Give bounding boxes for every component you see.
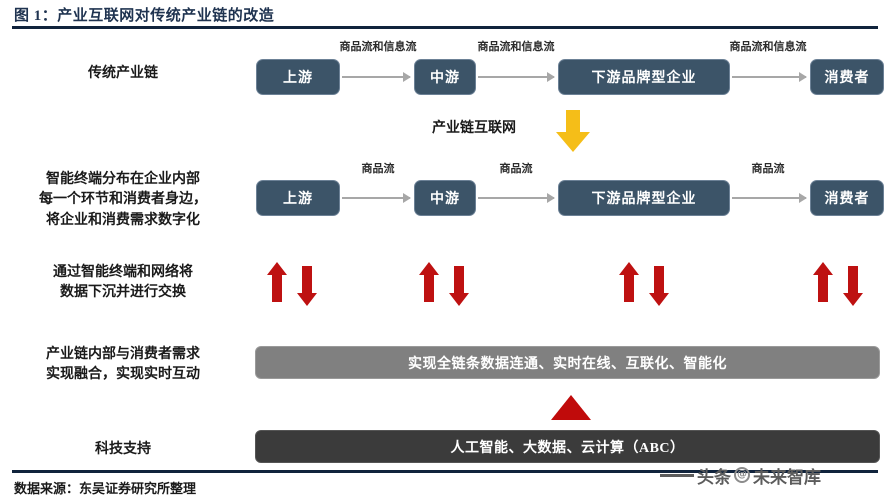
flow-label: 商品流和信息流 (729, 41, 807, 53)
flow-label: 商品流和信息流 (339, 41, 417, 53)
row-label-integration: 产业链内部与消费者需求 实现融合，实现实时互动 (46, 347, 200, 383)
flow-label: 商品流 (361, 163, 395, 175)
traditional-chain-row: 商品流和信息流 商品流和信息流 商品流和信息流 上游 中游 下游品牌型企业 消费… (250, 41, 884, 99)
chain-node-downstream-brand[interactable]: 下游品牌型企业 (558, 59, 730, 95)
chain-node-downstream-brand[interactable]: 下游品牌型企业 (558, 180, 730, 216)
flow-arrow-icon (732, 72, 807, 82)
page-title: 图 1：产业互联网对传统产业链的改造 (14, 8, 275, 24)
flow-label: 商品流 (751, 163, 785, 175)
flow-label: 商品流和信息流 (477, 41, 555, 53)
flow-arrow-icon (342, 193, 411, 203)
up-down-arrows-icon (266, 258, 318, 310)
internet-chain-row: 商品流 商品流 商品流 上游 中游 下游品牌型企业 消费者 (250, 163, 884, 220)
down-arrow-icon (556, 110, 590, 152)
row-label-traditional-chain: 传统产业链 (88, 66, 158, 81)
source-note: 数据来源：东吴证券研究所整理 (14, 481, 197, 496)
row-label-data-exchange: 通过智能终端和网络将 数据下沉并进行交换 (53, 265, 193, 301)
transform-note: 产业链互联网 (432, 121, 516, 136)
at-sign-icon: @ (734, 467, 750, 483)
chain-node-upstream[interactable]: 上游 (256, 180, 340, 216)
flow-arrow-icon (478, 193, 555, 203)
technology-bar: 人工智能、大数据、云计算（ABC） (255, 430, 880, 463)
watermark-right-text: 未来智库 (753, 467, 821, 488)
row-label-tech-support: 科技支持 (95, 442, 151, 457)
flow-arrow-icon (478, 72, 555, 82)
up-down-arrows-icon (812, 258, 864, 310)
up-triangle-icon (551, 395, 591, 420)
row-label-smart-terminal: 智能终端分布在企业内部 每一个环节和消费者身边， 将企业和消费需求数字化 (39, 172, 207, 228)
capability-bar: 实现全链条数据连通、实时在线、互联化、智能化 (255, 346, 880, 379)
chain-node-consumer[interactable]: 消费者 (810, 59, 884, 95)
chain-node-midstream[interactable]: 中游 (414, 180, 476, 216)
watermark-left-text: 头条 (697, 467, 731, 488)
chain-node-consumer[interactable]: 消费者 (810, 180, 884, 216)
watermark: 头条 @ 未来智库 (660, 458, 888, 492)
footer-divider (12, 470, 878, 473)
watermark-dash-icon (660, 473, 694, 477)
up-down-arrows-icon (618, 258, 670, 310)
flow-arrow-icon (732, 193, 807, 203)
chain-node-midstream[interactable]: 中游 (414, 59, 476, 95)
flow-label: 商品流 (499, 163, 533, 175)
chain-node-upstream[interactable]: 上游 (256, 59, 340, 95)
up-down-arrows-icon (418, 258, 470, 310)
flow-arrow-icon (342, 72, 411, 82)
title-divider (12, 26, 878, 29)
